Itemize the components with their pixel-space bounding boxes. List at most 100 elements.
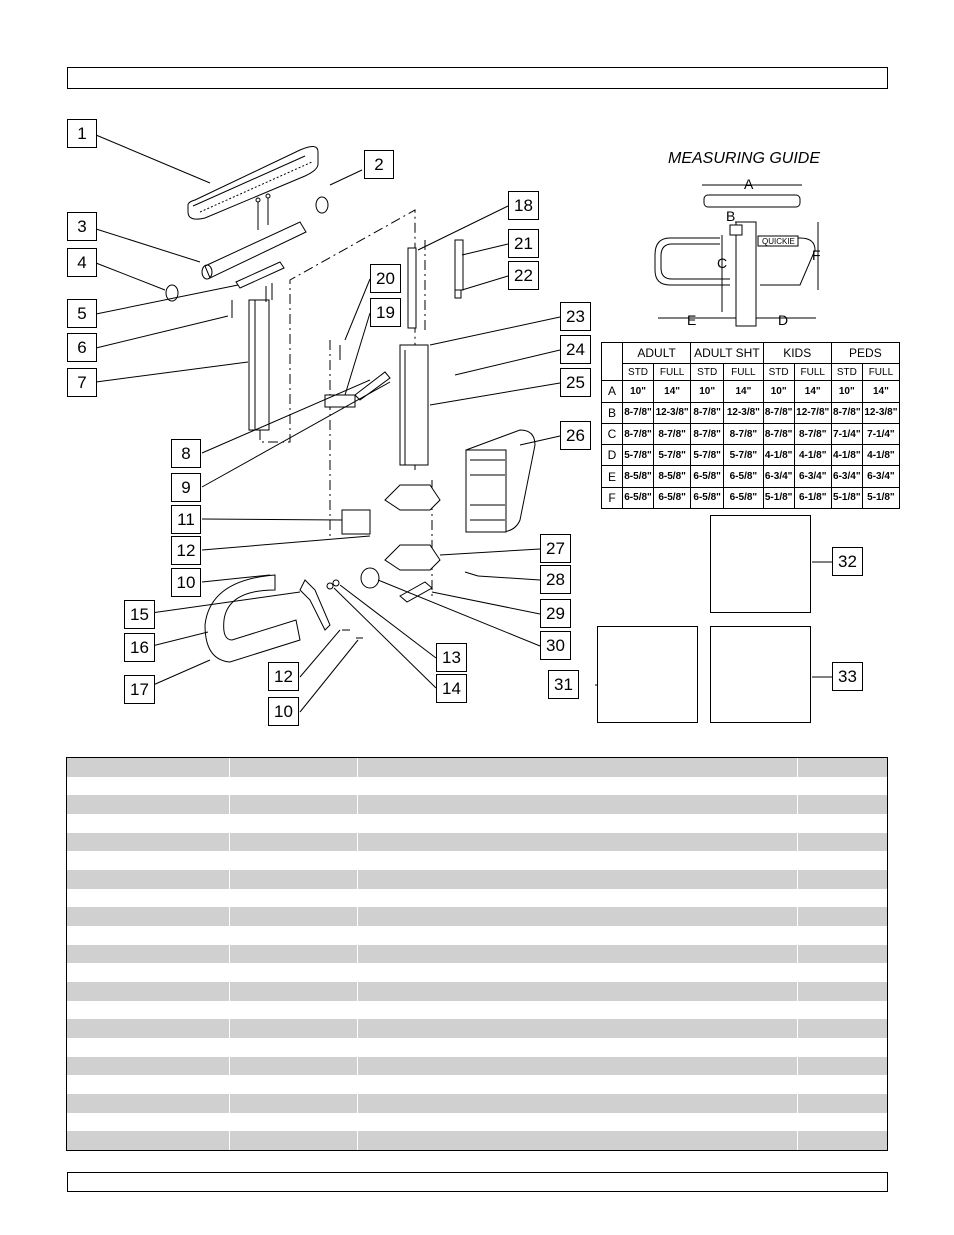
callout-22: 22 <box>508 261 539 290</box>
header-kids: KIDS <box>762 341 832 365</box>
guide-cell: 12-3/8" <box>723 401 764 424</box>
subheader-cell: STD <box>690 363 725 382</box>
table-row <box>67 1094 887 1113</box>
callout-7: 7 <box>67 368 97 397</box>
callout-32: 32 <box>832 547 863 576</box>
guide-cell: 7-1/4" <box>830 422 863 446</box>
callout-12: 12 <box>171 536 201 565</box>
guide-cell: 5-7/8" <box>723 444 764 467</box>
header-peds: PEDS <box>830 341 901 365</box>
callout-29: 29 <box>540 599 571 628</box>
callout-30: 30 <box>540 631 571 660</box>
table-row <box>67 982 887 1001</box>
guide-cell: 8-7/8" <box>621 422 655 446</box>
callout-31: 31 <box>548 670 579 699</box>
callout-13: 13 <box>436 643 467 672</box>
callout-9: 9 <box>171 473 201 502</box>
guide-cell: 6-5/8" <box>690 465 725 488</box>
photo-frame-33 <box>710 626 811 723</box>
guide-cell: 12-7/8" <box>793 401 832 424</box>
guide-cell: 6-3/4" <box>793 465 832 488</box>
table-row <box>67 926 887 945</box>
subheader-cell: STD <box>621 363 655 382</box>
guide-cell: 6-5/8" <box>723 465 764 488</box>
table-row <box>67 832 887 852</box>
table-row <box>67 963 887 982</box>
table-row <box>67 1019 887 1038</box>
callout-15: 15 <box>124 600 155 629</box>
guide-cell: 4-1/8" <box>830 444 863 467</box>
callout-10: 10 <box>171 568 201 597</box>
callout-8: 8 <box>171 439 201 468</box>
callout-33: 33 <box>832 662 863 691</box>
table-row <box>67 907 887 926</box>
callout-1: 1 <box>67 119 97 148</box>
guide-cell: 8-7/8" <box>830 401 863 424</box>
callout-26: 26 <box>560 421 591 450</box>
table-row <box>67 889 887 908</box>
guide-cell: 7-1/4" <box>861 422 901 446</box>
subheader-cell: FULL <box>861 363 901 382</box>
guide-cell: 5-7/8" <box>653 444 692 467</box>
callout-10b: 10 <box>268 697 299 726</box>
guide-cell: 4-1/8" <box>861 444 901 467</box>
callout-4: 4 <box>67 248 97 277</box>
callout-16: 16 <box>124 633 155 662</box>
dim-label-d: D <box>778 312 788 328</box>
measuring-guide-drawing <box>654 184 819 327</box>
callout-28: 28 <box>540 565 571 594</box>
guide-cell: 6-3/4" <box>861 465 901 488</box>
armrest-pad-drawing <box>187 146 319 220</box>
row-label: B <box>601 401 623 424</box>
guide-cell: 8-7/8" <box>621 401 655 424</box>
guide-cell: 6-3/4" <box>762 465 795 488</box>
header-adult-sht: ADULT SHT <box>690 341 764 365</box>
photo-frame-32 <box>710 515 811 613</box>
guide-cell: 8-7/8" <box>690 422 725 446</box>
subheader-cell: FULL <box>653 363 692 382</box>
table-row <box>67 851 887 870</box>
row-label: C <box>601 422 623 446</box>
subheader-cell: STD <box>762 363 795 382</box>
guide-cell: 5-1/8" <box>861 486 901 510</box>
brand-label: QUICKIE <box>762 237 795 246</box>
guide-cell: 10" <box>621 380 655 403</box>
header-adult: ADULT <box>621 341 692 365</box>
guide-cell: 6-5/8" <box>653 486 692 510</box>
guide-cell: 6-5/8" <box>621 486 655 510</box>
guide-cell: 8-7/8" <box>690 401 725 424</box>
callout-23: 23 <box>560 302 591 331</box>
guide-cell: 14" <box>723 380 764 403</box>
callout-27: 27 <box>540 534 571 563</box>
guide-cell: 4-1/8" <box>762 444 795 467</box>
subheader-cell: FULL <box>723 363 764 382</box>
callout-19: 19 <box>370 298 401 327</box>
callout-5: 5 <box>67 299 97 328</box>
guide-cell: 5-7/8" <box>621 444 655 467</box>
guide-cell: 14" <box>861 380 901 403</box>
callout-20: 20 <box>370 264 401 293</box>
subheader-cell: FULL <box>793 363 832 382</box>
dim-label-c: C <box>717 255 727 271</box>
dim-label-b: B <box>726 208 735 224</box>
guide-cell: 6-5/8" <box>690 486 725 510</box>
guide-cell: 6-1/8" <box>793 486 832 510</box>
guide-cell: 14" <box>653 380 692 403</box>
guide-cell: 6-3/4" <box>830 465 863 488</box>
row-label: F <box>601 486 623 510</box>
row-label: E <box>601 465 623 488</box>
guide-cell: 4-1/8" <box>793 444 832 467</box>
guide-cell: 5-1/8" <box>830 486 863 510</box>
guide-cell: 8-5/8" <box>653 465 692 488</box>
guide-cell: 8-5/8" <box>621 465 655 488</box>
guide-cell: 5-1/8" <box>762 486 795 510</box>
table-row <box>67 1056 887 1076</box>
guide-cell: 14" <box>793 380 832 403</box>
table-row <box>67 870 887 889</box>
